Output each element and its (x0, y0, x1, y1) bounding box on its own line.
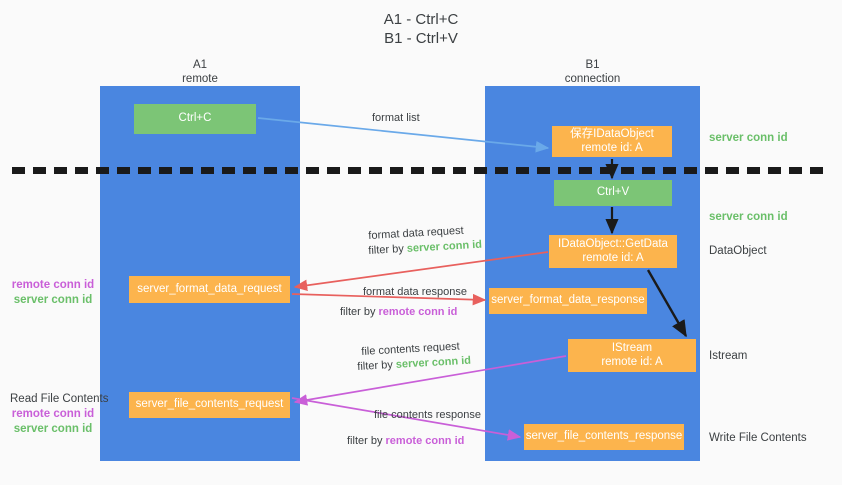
node-server-file-contents-request-label: server_file_contents_request (135, 398, 284, 411)
node-idataobject-line2: remote id: A (581, 141, 643, 154)
node-istream-line2: remote id: A (601, 355, 663, 368)
title-line-2: B1 - Ctrl+V (384, 30, 458, 47)
page-title: A1 - Ctrl+C B1 - Ctrl+V (0, 10, 842, 48)
filter-accent-server-conn-id: server conn id (406, 238, 483, 255)
node-server-format-data-request[interactable]: server_format_data_request (129, 276, 290, 303)
node-getdata-line2: remote id: A (582, 251, 644, 264)
edge-label-format-list: format list (372, 111, 420, 126)
column-header-b1: B1 connection (485, 58, 700, 86)
annotation-right-server-conn-id-1: server conn id (709, 132, 788, 144)
dashed-divider (12, 167, 827, 174)
node-ctrl-v-label: Ctrl+V (596, 186, 630, 199)
edge-label-file-contents-response: file contents response (374, 408, 481, 423)
edge-label-file-contents-response-text: file contents response (374, 409, 482, 421)
edge-label-format-data-response-filter: filter by remote conn id (340, 305, 457, 320)
filter-prefix: filter by (347, 435, 386, 447)
filter-prefix: filter by (357, 358, 397, 373)
node-istream-line1: IStream (611, 342, 653, 354)
filter-accent-server-conn-id: server conn id (395, 354, 472, 371)
node-ctrl-v[interactable]: Ctrl+V (554, 180, 672, 206)
filter-prefix: filter by (368, 242, 408, 257)
annotation-server-conn-id: server conn id (13, 423, 93, 435)
annotation-right-write-file-contents: Write File Contents (709, 432, 807, 444)
column-a1-role: remote (182, 73, 218, 85)
node-server-file-contents-request[interactable]: server_file_contents_request (129, 392, 290, 418)
edge-label-format-list-text: format list (372, 112, 420, 124)
filter-accent-remote-conn-id: remote conn id (385, 435, 465, 447)
annotation-right-istream: Istream (709, 350, 748, 362)
column-header-a1: A1 remote (100, 58, 300, 86)
annotation-left-file: Read File Contents remote conn id server c… (10, 392, 108, 437)
node-getdata-line1: IDataObject::GetData (558, 238, 668, 250)
annotation-right-dataobject: DataObject (709, 245, 767, 257)
node-server-format-data-request-label: server_format_data_request (137, 282, 282, 295)
edge-label-format-data-response: format data response (363, 285, 467, 300)
title-line-1: A1 - Ctrl+C (383, 11, 459, 28)
node-server-format-data-response-label: server_format_data_response (491, 294, 645, 307)
annotation-right-server-conn-id-2: server conn id (709, 211, 788, 223)
column-b1-name: B1 (585, 59, 600, 71)
node-server-file-contents-response[interactable]: server_file_contents_response (524, 424, 684, 450)
edge-label-file-contents-response-filter: filter by remote conn id (347, 434, 464, 449)
node-server-format-data-response[interactable]: server_format_data_response (489, 288, 647, 314)
column-a1-name: A1 (192, 59, 208, 71)
annotation-remote-conn-id: remote conn id (11, 408, 95, 420)
node-server-file-contents-response-label: server_file_contents_response (525, 430, 683, 443)
edge-label-format-data-response-text: format data response (363, 286, 467, 298)
filter-accent-remote-conn-id: remote conn id (378, 306, 458, 318)
column-b1-role: connection (564, 73, 621, 85)
node-idataobject-line1: 保存IDataObject (570, 128, 654, 140)
filter-prefix: filter by (340, 306, 379, 318)
annotation-remote-conn-id: remote conn id (11, 279, 95, 291)
annotation-left-format: remote conn id server conn id (10, 278, 96, 308)
node-ctrl-c-label: Ctrl+C (178, 112, 212, 125)
annotation-server-conn-id: server conn id (13, 294, 93, 306)
annotation-read-file-contents: Read File Contents (10, 393, 109, 405)
node-ctrl-c[interactable]: Ctrl+C (134, 104, 256, 134)
